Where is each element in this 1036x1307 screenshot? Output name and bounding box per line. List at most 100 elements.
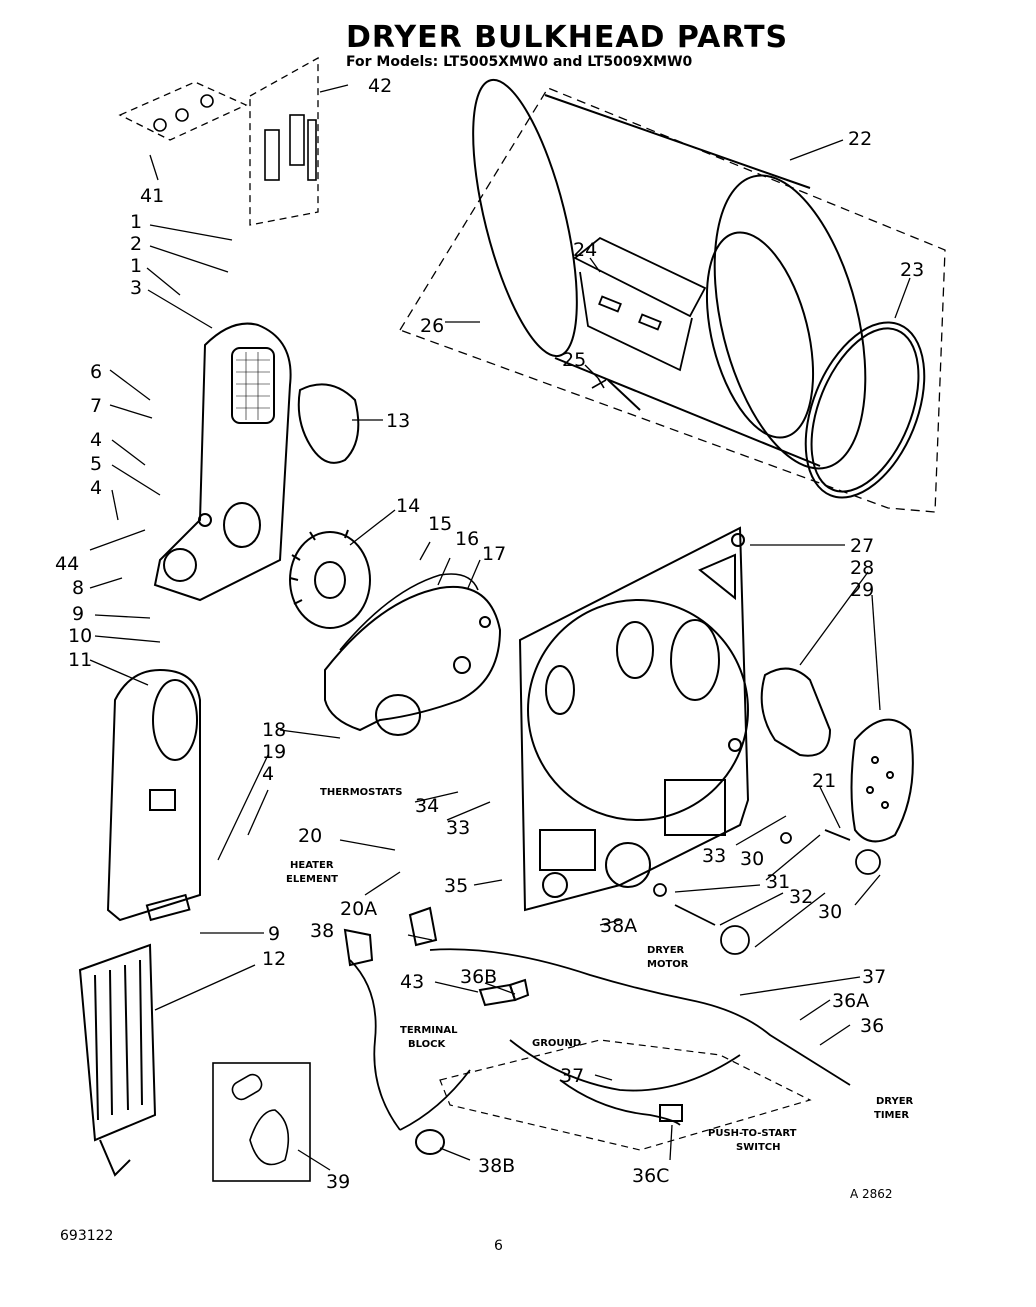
callout-11: 11 — [68, 649, 92, 671]
callout-21: 21 — [812, 770, 836, 792]
callout-26: 26 — [420, 315, 444, 337]
part-labels: THERMOSTATS HEATER ELEMENT DRYER MOTOR T… — [286, 787, 914, 1153]
duct-screen-grid — [236, 352, 270, 420]
callout-7: 7 — [90, 395, 102, 417]
callout-12: 12 — [262, 948, 286, 970]
front-panel-cover — [106, 668, 201, 922]
document-number: 693122 — [60, 1228, 114, 1244]
callout-20: 20 — [298, 825, 322, 847]
callout-27: 27 — [850, 535, 874, 557]
callout-37: 37 — [862, 966, 886, 988]
lint-screen — [850, 718, 914, 843]
terminal-block — [478, 978, 530, 1007]
callout-43: 43 — [400, 971, 424, 993]
label-heater: HEATER — [290, 860, 334, 871]
knob-kit-inset — [118, 81, 248, 141]
top-panel-outline — [439, 1039, 812, 1151]
wiring-harness — [349, 948, 851, 1131]
label-ground: GROUND — [532, 1038, 581, 1049]
callout-4: 4 — [90, 477, 102, 499]
callout-1: 1 — [130, 211, 142, 233]
baffle-screw — [591, 377, 607, 389]
callout-42: 42 — [368, 75, 392, 97]
label-push-to-start: PUSH-TO-START — [708, 1128, 797, 1139]
callout-25: 25 — [562, 349, 586, 371]
callout-22: 22 — [848, 128, 872, 150]
callout-18: 18 — [262, 719, 286, 741]
label-thermostats: THERMOSTATS — [320, 787, 402, 798]
callout-10: 10 — [68, 625, 92, 647]
callout-20A: 20A — [340, 898, 377, 920]
callout-14: 14 — [396, 495, 420, 517]
callout-8: 8 — [72, 577, 84, 599]
front-bulkhead — [518, 526, 750, 912]
callout-4: 4 — [90, 429, 102, 451]
callout-36: 36 — [860, 1015, 884, 1037]
callout-28: 28 — [850, 557, 874, 579]
push-to-start-switch — [415, 1104, 683, 1155]
callout-9: 9 — [268, 923, 280, 945]
callout-23: 23 — [900, 259, 924, 281]
page-number: 6 — [494, 1238, 503, 1254]
callout-5: 5 — [90, 453, 102, 475]
switch-kit-inset — [249, 56, 319, 226]
callout-15: 15 — [428, 513, 452, 535]
callout-29: 29 — [850, 579, 874, 601]
callout-33: 33 — [702, 845, 726, 867]
callout-36B: 36B — [460, 966, 497, 988]
power-cord-plug — [343, 906, 438, 967]
callout-24: 24 — [573, 239, 597, 261]
drum-baffle — [573, 236, 707, 372]
callout-39: 39 — [326, 1171, 350, 1193]
callout-1: 1 — [130, 255, 142, 277]
callout-38A: 38A — [600, 915, 637, 937]
callout-35: 35 — [444, 875, 468, 897]
lint-outlet — [760, 667, 832, 757]
callout-30: 30 — [740, 848, 764, 870]
label-dryer-motor-1: DRYER — [647, 945, 685, 956]
callout-30: 30 — [818, 901, 842, 923]
figure-code: A 2862 — [850, 1187, 893, 1201]
leader-lines — [89, 84, 911, 1171]
callout-3: 3 — [130, 277, 142, 299]
motor-and-rollers — [653, 829, 881, 955]
duct-seal — [297, 383, 360, 464]
callout-31: 31 — [766, 871, 790, 893]
label-switch: SWITCH — [736, 1142, 780, 1153]
lint-duct — [153, 322, 292, 602]
callout-44: 44 — [55, 553, 79, 575]
blower-seal — [339, 573, 479, 651]
heater-element — [78, 943, 157, 1177]
callout-17: 17 — [482, 543, 506, 565]
callout-36C: 36C — [632, 1165, 669, 1187]
blower-wheel — [289, 529, 371, 629]
label-block: BLOCK — [408, 1039, 446, 1050]
callout-33: 33 — [446, 817, 470, 839]
page-title: DRYER BULKHEAD PARTS — [346, 20, 789, 55]
models-subtitle: For Models: LT5005XMW0 and LT5009XMW0 — [346, 54, 693, 70]
callout-41: 41 — [140, 185, 164, 207]
label-terminal: TERMINAL — [400, 1025, 458, 1036]
kit-inset-frame — [212, 1062, 311, 1182]
callout-13: 13 — [386, 410, 410, 432]
callout-numbers: 1 2 1 3 6 7 4 5 4 44 8 9 10 11 41 42 13 … — [55, 75, 924, 1193]
callout-6: 6 — [90, 361, 102, 383]
callout-34: 34 — [415, 795, 439, 817]
callout-38: 38 — [310, 920, 334, 942]
callout-19: 19 — [262, 741, 286, 763]
callout-4: 4 — [262, 763, 274, 785]
kit-small-parts — [153, 94, 317, 181]
label-dryer-timer-1: DRYER — [876, 1096, 914, 1107]
label-element: ELEMENT — [286, 874, 338, 885]
callout-9: 9 — [72, 603, 84, 625]
label-dryer-motor-2: MOTOR — [647, 959, 689, 970]
blower-housing — [324, 585, 502, 736]
callout-16: 16 — [455, 528, 479, 550]
drum-group-outline — [399, 87, 946, 513]
label-dryer-timer-2: TIMER — [874, 1110, 909, 1121]
callout-38B: 38B — [478, 1155, 515, 1177]
callout-37: 37 — [560, 1065, 584, 1087]
callout-32: 32 — [789, 886, 813, 908]
